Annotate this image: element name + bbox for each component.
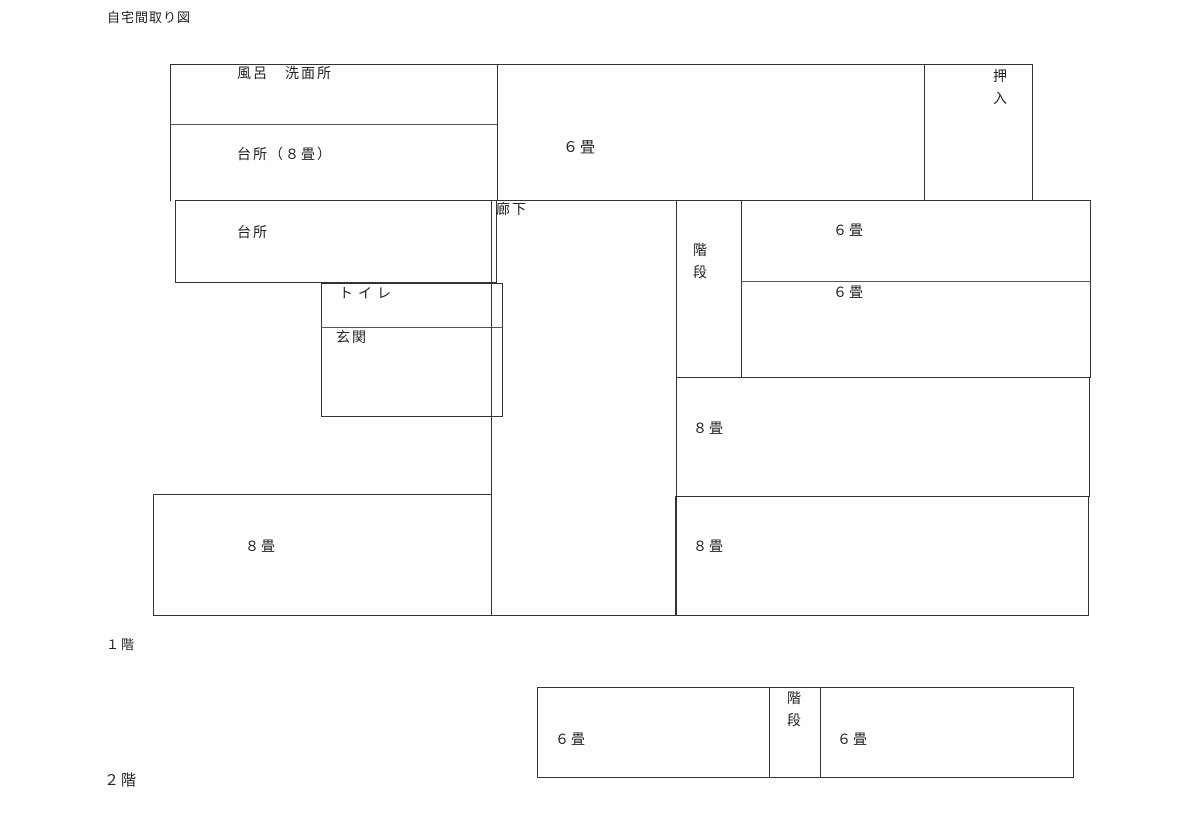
plan-title: 自宅間取り図	[107, 11, 192, 26]
room-6-a-label: ６畳	[833, 223, 865, 239]
closet-label: 押入	[993, 69, 1007, 107]
room-6-b-label: ６畳	[833, 285, 865, 301]
room-8-right-b	[675, 496, 1089, 616]
kitchen-8-label: 台所（８畳）	[237, 147, 333, 163]
bath-label: 風呂 洗面所	[237, 66, 333, 82]
floor2-label: ２階	[104, 771, 139, 789]
toilet-label: トイレ	[339, 286, 396, 302]
closet	[924, 64, 1033, 201]
toilet-divider	[321, 327, 503, 328]
stairs-2f-label: 階段	[787, 691, 801, 729]
toilet-entrance-block	[321, 283, 503, 417]
entrance-label: 玄関	[336, 330, 368, 346]
floor1-label: １階	[106, 638, 137, 653]
room-8-left-label: ８畳	[245, 539, 277, 555]
hallway-label: 廊下	[496, 202, 528, 218]
room-8-right-a	[676, 377, 1090, 497]
bath-kitchen-block	[170, 64, 498, 201]
kitchen-label: 台所	[237, 225, 269, 241]
room-6-divider	[741, 281, 1091, 282]
room-2f-6-right	[820, 687, 1074, 778]
kitchen-room	[175, 200, 497, 283]
stairs-1f	[676, 200, 742, 378]
room-6-top-label: ６畳	[563, 138, 598, 156]
room-8-right-b-label: ８畳	[693, 539, 725, 555]
hallway	[491, 200, 677, 616]
room-6-right-block	[741, 200, 1091, 378]
room-8-right-a-label: ８畳	[693, 421, 725, 437]
room-6-top	[497, 64, 925, 201]
room-8-left	[153, 494, 492, 616]
room-2f-6-right-label: ６畳	[837, 732, 869, 748]
stairs-1f-label: 階段	[693, 243, 707, 281]
bath-divider	[170, 124, 498, 125]
room-2f-6-left-label: ６畳	[555, 732, 587, 748]
